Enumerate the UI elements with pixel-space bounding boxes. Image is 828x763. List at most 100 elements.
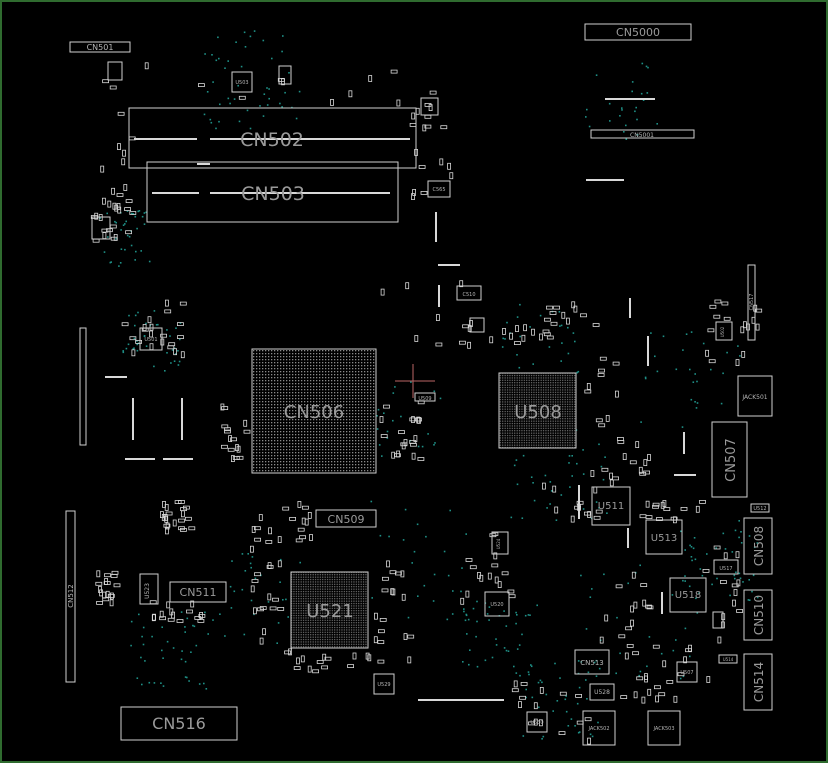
cn516-connector[interactable]: CN516	[120, 706, 238, 741]
cn5001-connector[interactable]: CN5001	[590, 129, 695, 139]
u508-bga[interactable]: U508	[498, 372, 577, 449]
u501-chip[interactable]: U501	[139, 327, 163, 351]
via	[722, 372, 724, 375]
via	[528, 673, 530, 676]
via	[734, 529, 737, 532]
ic-chip[interactable]	[420, 97, 439, 116]
via	[243, 31, 246, 34]
left-edge-connector[interactable]	[79, 327, 87, 446]
via	[138, 613, 140, 616]
via	[106, 212, 108, 215]
passive-component	[595, 509, 603, 514]
via	[515, 672, 518, 674]
c565-component[interactable]: C565	[427, 180, 451, 198]
u530-chip[interactable]: U530	[526, 711, 548, 733]
u520-chip[interactable]: U520	[484, 591, 510, 617]
via	[619, 652, 621, 655]
via	[724, 548, 727, 550]
via	[279, 102, 281, 105]
cn5000-connector[interactable]: CN5000	[584, 23, 692, 41]
via	[550, 490, 553, 492]
passive-component	[166, 601, 171, 609]
cn513-connector[interactable]: CN513	[574, 649, 610, 675]
u502-chip[interactable]: U502	[715, 321, 733, 341]
via	[173, 347, 176, 349]
passive-component	[706, 676, 711, 683]
jack502-connector[interactable]: JACK502	[582, 710, 616, 746]
via	[593, 661, 596, 664]
cn506-bga[interactable]: CN506	[251, 348, 377, 474]
via	[134, 259, 136, 261]
passive-component	[559, 691, 567, 696]
passive-component	[161, 514, 166, 521]
passive-component	[107, 200, 112, 208]
via	[119, 262, 122, 264]
via	[207, 633, 209, 635]
u511-chip[interactable]: U511	[591, 486, 631, 526]
u521-bga[interactable]: U521	[290, 571, 369, 649]
u517-chip[interactable]: U517	[713, 559, 739, 575]
cn507-connector[interactable]: CN507	[711, 421, 748, 498]
u524-chip[interactable]: U524	[491, 531, 509, 555]
via	[691, 559, 693, 562]
u529-chip[interactable]: U529	[373, 673, 395, 695]
via	[571, 475, 573, 477]
cn517-connector[interactable]: CN517	[747, 264, 756, 341]
via	[684, 549, 686, 551]
cn511-connector[interactable]: CN511	[169, 581, 227, 603]
u509-chip[interactable]: U509	[414, 392, 436, 402]
via	[516, 483, 519, 486]
passive-component	[449, 172, 454, 180]
passive-component	[632, 651, 639, 656]
u507-chip[interactable]: U507	[676, 661, 698, 683]
passive-component	[282, 506, 290, 511]
u513-chip[interactable]: U513	[645, 519, 683, 555]
ic-chip[interactable]	[278, 65, 292, 85]
ic-chip[interactable]	[91, 216, 111, 240]
jack503-connector[interactable]: JACK503	[647, 710, 681, 746]
via	[516, 614, 518, 616]
passive-component	[723, 316, 731, 321]
via	[188, 680, 190, 682]
via	[472, 607, 475, 610]
u523-chip[interactable]: U523	[139, 573, 159, 605]
passive-component	[230, 455, 235, 463]
c510-component[interactable]: C510	[456, 285, 482, 301]
via	[394, 386, 396, 388]
ic-chip[interactable]	[107, 61, 123, 81]
via	[690, 556, 693, 558]
cn514-connector[interactable]: CN514	[743, 653, 773, 711]
via	[400, 415, 402, 418]
passive-component	[511, 688, 519, 693]
cn503-connector[interactable]: CN503	[146, 161, 399, 223]
cn510-connector[interactable]: CN510	[743, 589, 773, 641]
cn509-connector[interactable]: CN509	[315, 509, 377, 528]
via	[539, 314, 542, 317]
ic-chip[interactable]	[469, 317, 485, 333]
svg-text:U517: U517	[719, 566, 732, 572]
u518-chip[interactable]: U518	[669, 577, 707, 613]
cn501-connector[interactable]: CN501	[69, 41, 131, 53]
via	[690, 398, 693, 401]
u512-chip[interactable]: U512	[750, 503, 770, 513]
passive-component	[639, 514, 647, 519]
via	[638, 674, 640, 677]
via	[204, 611, 206, 614]
via	[752, 574, 755, 577]
jack501-connector[interactable]: JACK501	[737, 375, 773, 417]
via	[589, 596, 592, 598]
cn512-connector[interactable]: CN512	[65, 510, 76, 683]
u514-chip[interactable]: U514	[718, 654, 738, 664]
u503-chip[interactable]: U503	[231, 71, 253, 93]
via	[582, 473, 585, 475]
via	[125, 220, 127, 223]
cn502-connector[interactable]: CN502	[128, 107, 417, 169]
cn508-connector[interactable]: CN508	[743, 517, 773, 575]
ic-chip[interactable]	[712, 611, 724, 629]
passive-component	[164, 503, 169, 511]
via	[694, 373, 696, 375]
u528-chip[interactable]: U528	[589, 683, 615, 701]
via	[130, 230, 132, 232]
via	[153, 310, 156, 312]
